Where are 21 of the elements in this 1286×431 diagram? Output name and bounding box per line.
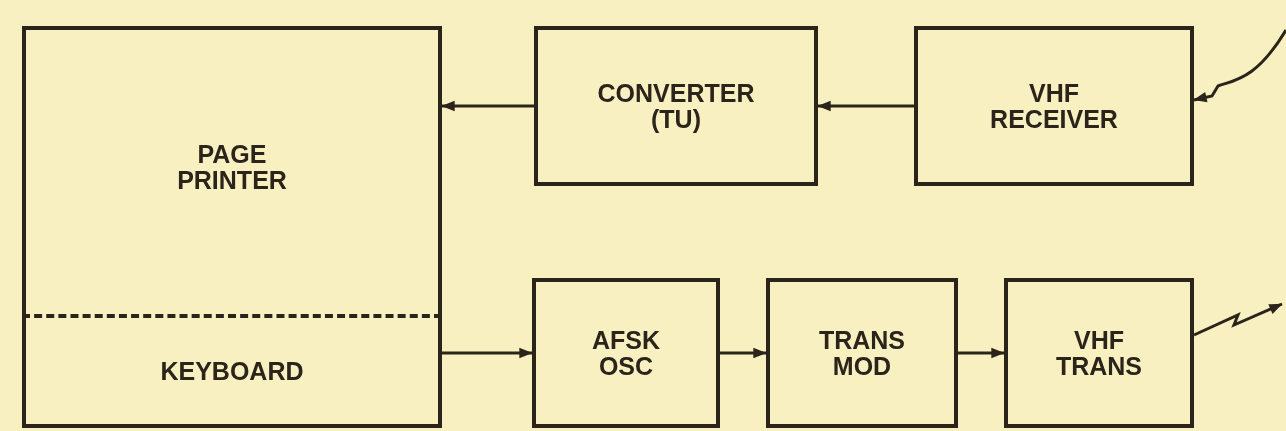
block-label: KEYBOARD <box>159 357 305 385</box>
block-box <box>766 278 958 428</box>
block-box <box>1004 278 1194 428</box>
block-label: PAGE PRINTER <box>176 140 288 194</box>
arrow <box>441 100 534 112</box>
arrow <box>817 100 914 112</box>
block-label: AFSK OSC <box>590 326 662 380</box>
arrow <box>1193 29 1286 103</box>
arrow <box>1193 302 1283 337</box>
block-box <box>914 26 1194 186</box>
block-box <box>534 26 818 186</box>
block-label: VHF TRANS <box>1054 326 1144 380</box>
block-label: VHF RECEIVER <box>989 79 1119 133</box>
block-box <box>22 318 442 428</box>
block-label: TRANS MOD <box>817 326 907 380</box>
block-box <box>22 26 442 318</box>
arrow <box>442 347 533 359</box>
block-box <box>532 278 720 428</box>
arrow <box>958 347 1005 359</box>
arrow <box>720 347 767 359</box>
block-label: CONVERTER (TU) <box>596 79 756 133</box>
